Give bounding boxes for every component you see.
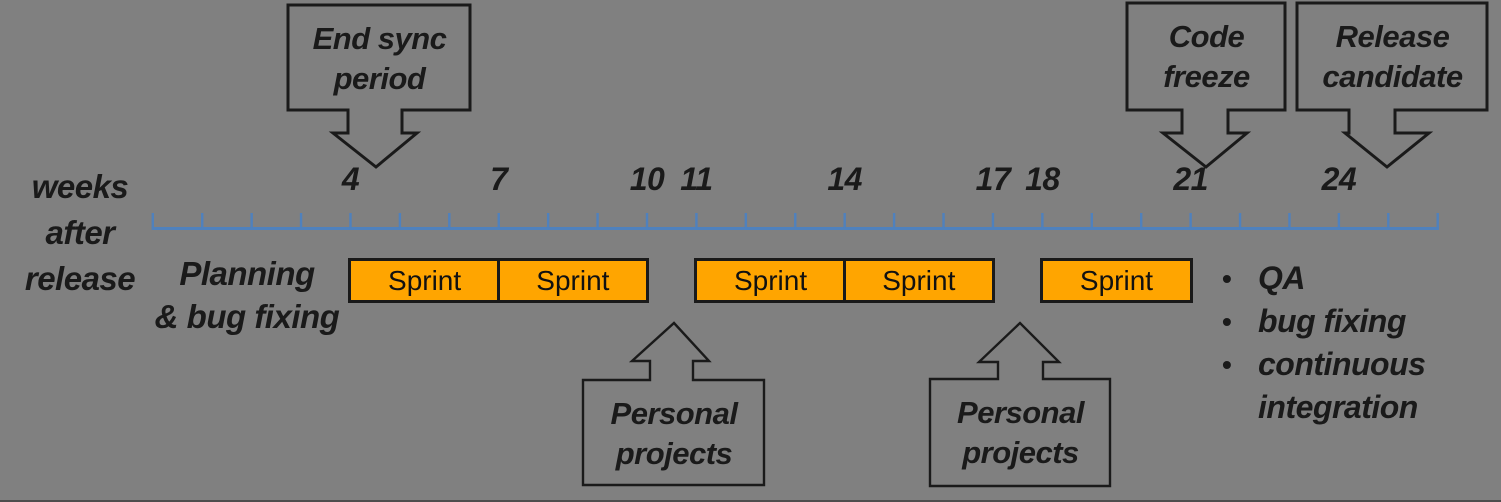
personal-projects-line: projects bbox=[962, 435, 1079, 470]
sprint-bar-3: Sprint bbox=[694, 258, 847, 303]
week-axis bbox=[151, 213, 1439, 230]
week-label-21: 21 bbox=[1173, 161, 1208, 197]
bullet-item: • continuous integration bbox=[1222, 343, 1454, 429]
personal-projects-line: projects bbox=[615, 436, 733, 471]
axis-caption-line: after bbox=[45, 214, 115, 251]
week-label-4: 4 bbox=[341, 161, 360, 197]
bullet-item: • QA bbox=[1222, 257, 1454, 300]
axis-caption-line: release bbox=[24, 260, 136, 297]
end-sync-line: period bbox=[333, 61, 426, 96]
code-freeze-callout-shape bbox=[1125, 1, 1287, 169]
week-label-10: 10 bbox=[629, 161, 665, 197]
final-phase-bullet-list: • QA • bug fixing • continuous integration bbox=[1222, 257, 1454, 429]
personal-projects-2-callout-shape bbox=[928, 321, 1112, 488]
week-label-14: 14 bbox=[827, 161, 862, 197]
personal-projects-2-callout-label: Personal projects bbox=[930, 379, 1111, 473]
release-candidate-line: candidate bbox=[1322, 59, 1463, 94]
planning-phase-line: Planning bbox=[179, 255, 315, 292]
bullet-text: continuous integration bbox=[1258, 346, 1426, 425]
sprint-bar-5: Sprint bbox=[1040, 258, 1193, 303]
release-candidate-callout-shape bbox=[1295, 1, 1489, 169]
bullet-item: • bug fixing bbox=[1222, 300, 1454, 343]
week-label-7: 7 bbox=[490, 161, 508, 197]
bullet-text: bug fixing bbox=[1258, 303, 1406, 339]
end-sync-line: End sync bbox=[312, 21, 447, 56]
week-label-17: 17 bbox=[975, 161, 1011, 197]
axis-caption: weeks after release bbox=[0, 164, 160, 302]
personal-projects-1-callout-shape bbox=[581, 321, 766, 487]
week-label-18: 18 bbox=[1025, 161, 1060, 197]
planning-phase-line: & bug fixing bbox=[154, 298, 340, 335]
sprint-bar-1: Sprint bbox=[348, 258, 501, 303]
planning-phase-label: Planning & bug fixing bbox=[146, 252, 348, 338]
code-freeze-line: freeze bbox=[1163, 59, 1250, 94]
axis-caption-line: weeks bbox=[31, 168, 129, 205]
bullet-dot-icon: • bbox=[1222, 349, 1232, 380]
sprint-bar-2: Sprint bbox=[496, 258, 649, 303]
release-candidate-callout-label: Release candidate bbox=[1297, 3, 1488, 97]
personal-projects-line: Personal bbox=[610, 396, 738, 431]
release-candidate-line: Release bbox=[1335, 19, 1450, 54]
sprint-bar-4: Sprint bbox=[842, 258, 995, 303]
week-label-11: 11 bbox=[680, 161, 713, 197]
end-sync-callout-shape bbox=[286, 3, 472, 169]
personal-projects-1-callout-label: Personal projects bbox=[583, 380, 765, 474]
bullet-dot-icon: • bbox=[1222, 306, 1232, 337]
personal-projects-line: Personal bbox=[957, 395, 1084, 430]
week-label-24: 24 bbox=[1321, 161, 1357, 197]
bullet-dot-icon: • bbox=[1222, 263, 1232, 294]
bullet-text: QA bbox=[1258, 260, 1306, 296]
end-sync-callout-label: End sync period bbox=[288, 5, 471, 99]
code-freeze-line: Code bbox=[1168, 19, 1245, 54]
slide-bottom-edge bbox=[0, 500, 1501, 502]
code-freeze-callout-label: Code freeze bbox=[1127, 3, 1286, 97]
